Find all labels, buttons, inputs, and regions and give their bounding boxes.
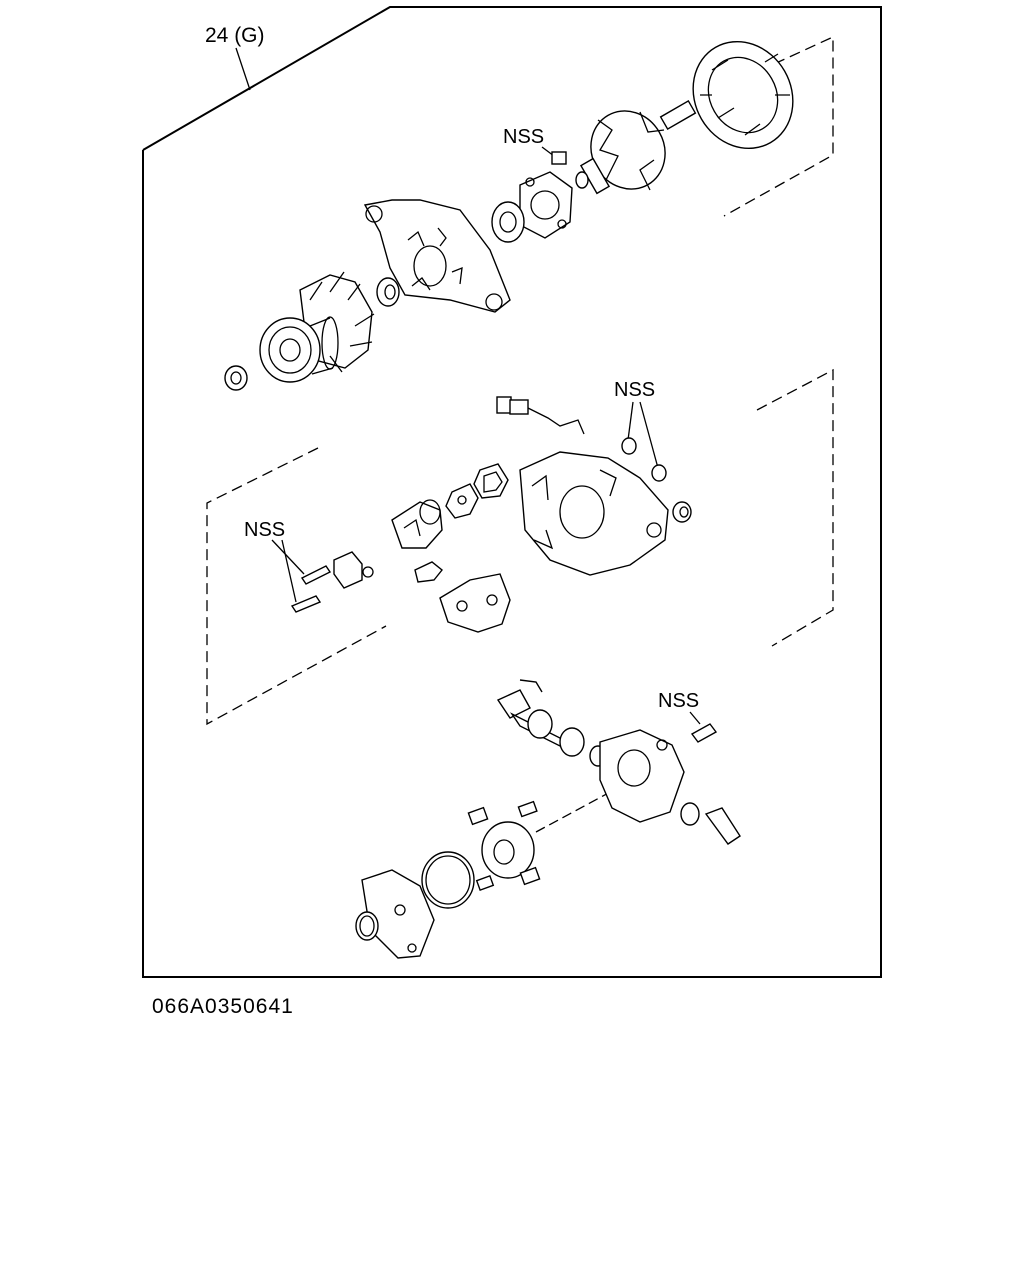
nss-callout-top: NSS	[503, 126, 544, 148]
gasket-part-b	[445, 483, 479, 519]
nss-leader-mid-right-b	[639, 401, 659, 469]
gasket-part-a	[473, 463, 509, 499]
assembly-leader-line	[235, 47, 251, 91]
front-housing-part	[363, 199, 511, 313]
snap-ring-part	[680, 802, 700, 826]
rectifier-plate-part	[439, 573, 511, 633]
end-frame-part	[599, 729, 685, 823]
middle-subframe-right	[756, 368, 834, 647]
nss-screw-top	[541, 146, 567, 165]
seal-ring-part	[355, 911, 379, 941]
terminal-lead-part	[496, 396, 585, 435]
clip-part	[414, 561, 443, 583]
rotor-part	[575, 99, 697, 195]
regulator-part	[391, 499, 443, 549]
nss-leader-bottom	[689, 711, 701, 725]
nss-leader-mid-left-b	[281, 539, 297, 603]
stator-part	[692, 40, 794, 150]
terminal-stud-part	[704, 807, 741, 845]
armature-part	[467, 800, 541, 891]
assembly-label: 24 (G)	[205, 24, 265, 47]
drive-shaft-part	[496, 679, 607, 767]
kit-frame	[142, 6, 882, 978]
top-subframe	[723, 35, 834, 217]
nss-callout-mid-left: NSS	[244, 519, 285, 541]
nss-leader-mid-left-a	[271, 539, 305, 575]
middle-subframe-left	[206, 447, 387, 726]
rear-housing-part	[519, 451, 669, 576]
nss-nut-mid-b	[651, 464, 667, 482]
nss-bolt-bottom	[690, 723, 718, 743]
nss-screw-mid-b	[290, 595, 322, 613]
nss-callout-bottom: NSS	[658, 690, 699, 712]
pulley-part	[259, 316, 339, 383]
figure-code: 066A0350641	[152, 995, 294, 1018]
top-group: NSS	[224, 35, 834, 391]
spacer-part	[376, 277, 400, 307]
diode-block-part	[333, 551, 374, 589]
bottom-group: NSS	[355, 679, 741, 959]
retainer-plate-part	[519, 171, 573, 239]
nss-leader-mid-right-a	[627, 401, 634, 441]
o-ring-part	[421, 851, 475, 909]
bearing-part	[491, 201, 525, 243]
nss-screw-mid-a	[300, 565, 332, 585]
middle-group: NSS	[206, 368, 834, 726]
bushing-part	[672, 501, 692, 523]
nss-callout-mid-right: NSS	[614, 379, 655, 401]
pulley-nut-part	[224, 365, 248, 391]
nss-nut-mid-a	[621, 437, 637, 455]
